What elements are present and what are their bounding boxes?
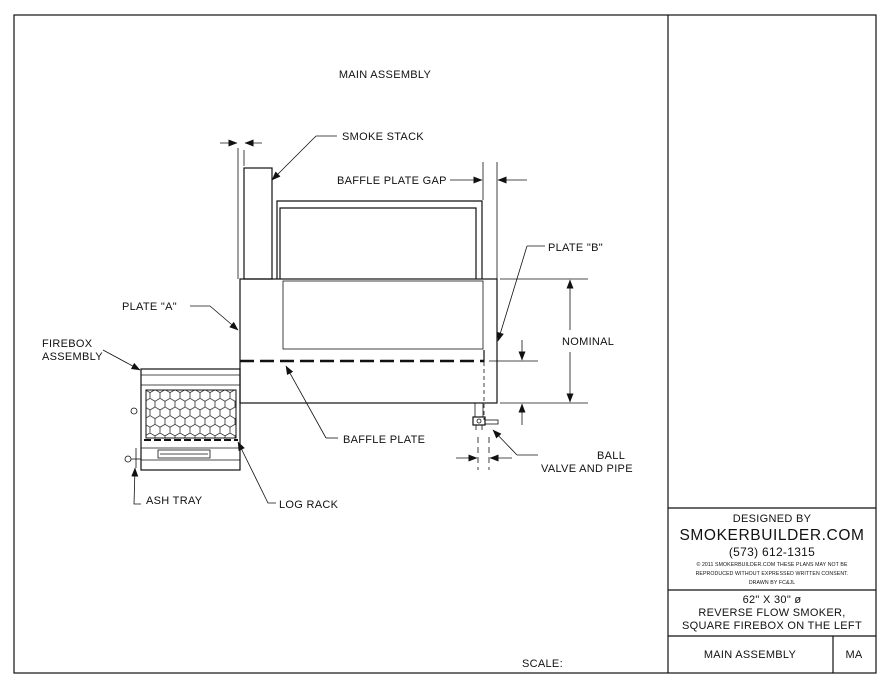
title-block: DESIGNED BY SMOKERBUILDER.COM (573) 612-… xyxy=(668,507,876,673)
smoke-stack xyxy=(220,135,337,280)
scale-label: SCALE: xyxy=(522,658,563,670)
sheet-border xyxy=(13,14,877,674)
smoke-stack-label: SMOKE STACK xyxy=(342,131,424,143)
phone-number: (573) 612-1315 xyxy=(729,545,815,559)
nominal-dimension xyxy=(489,278,588,425)
sheet-name: MAIN ASSEMBLY xyxy=(704,649,797,661)
plate-b-label: PLATE "B" xyxy=(548,242,603,254)
company-name: SMOKERBUILDER.COM xyxy=(679,527,864,544)
plate-a-label: PLATE "A" xyxy=(122,301,177,313)
nominal-label: NOMINAL xyxy=(562,336,614,348)
cooking-chamber xyxy=(239,278,498,420)
firebox xyxy=(124,368,241,471)
firebox-label-1: FIREBOX xyxy=(42,338,93,350)
designed-by-label: DESIGNED BY xyxy=(733,513,812,525)
ball-valve-label-1: BALL xyxy=(597,450,625,462)
ash-tray-label: ASH TRAY xyxy=(146,495,203,507)
baffle-plate-label: BAFFLE PLATE xyxy=(343,434,425,446)
spec-line-3: SQUARE FIREBOX ON THE LEFT xyxy=(682,620,862,632)
spec-line-1: 62" X 30" ø xyxy=(743,594,802,606)
drawing-title: MAIN ASSEMBLY xyxy=(339,69,432,81)
firebox-label-2: ASSEMBLY xyxy=(42,351,103,363)
ball-valve-label-2: VALVE AND PIPE xyxy=(541,463,633,475)
spec-line-2: REVERSE FLOW SMOKER, xyxy=(698,607,845,619)
ball-valve xyxy=(456,402,538,470)
log-rack-label: LOG RACK xyxy=(279,499,339,511)
baffle-plate-gap-label: BAFFLE PLATE GAP xyxy=(337,175,447,187)
drawn-by: DRAWN BY FC&JL xyxy=(749,580,795,586)
sheet-code: MA xyxy=(845,649,862,661)
copyright-line-2: REPRODUCED WITHOUT EXPRESSED WRITTEN CON… xyxy=(696,571,849,577)
copyright-line-1: © 2011 SMOKERBUILDER.COM THESE PLANS MAY… xyxy=(696,561,847,568)
baffle-gap-frame xyxy=(276,162,527,279)
